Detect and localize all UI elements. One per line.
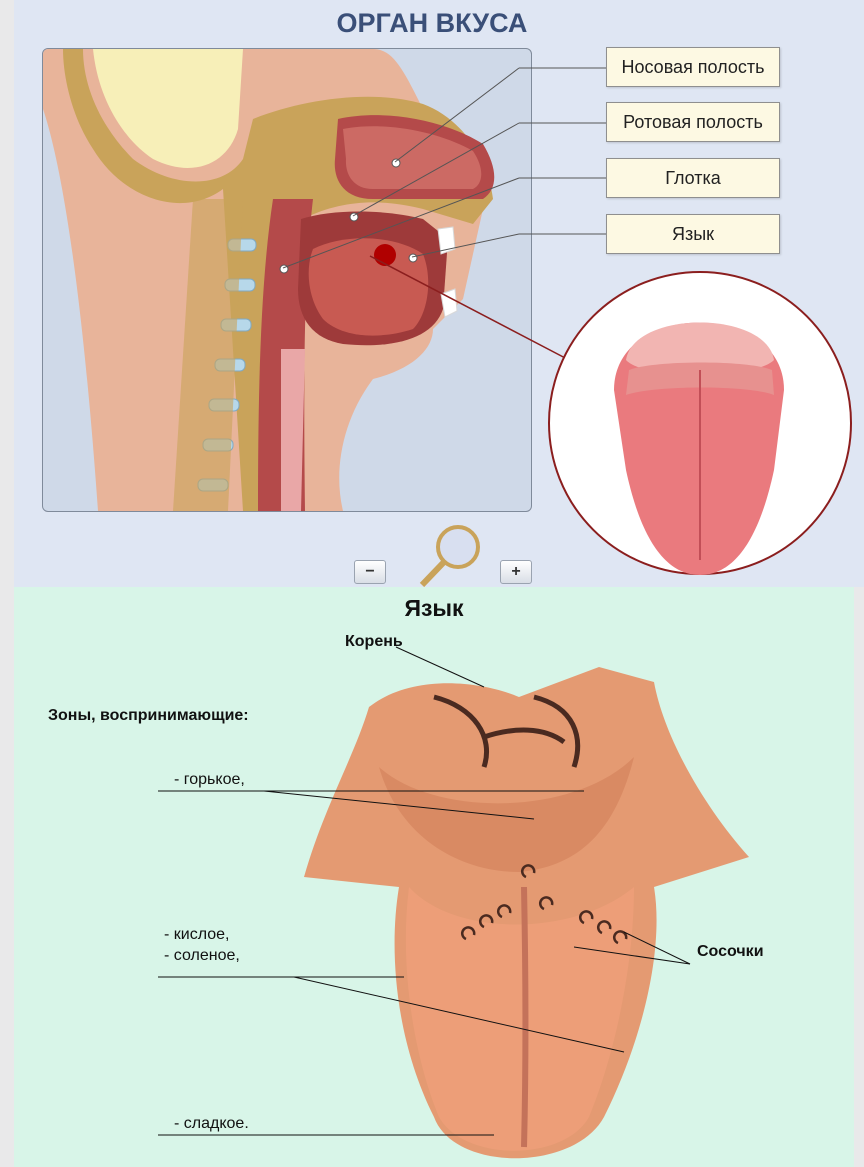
label-nasal-cavity[interactable]: Носовая полость [606, 47, 780, 87]
taste-organ-panel: ОРГАН ВКУСА [14, 0, 864, 587]
zones-heading: Зоны, воспринимающие: [48, 707, 249, 725]
label-tongue[interactable]: Язык [606, 214, 780, 254]
label-bitter: - горькое, [174, 771, 245, 789]
label-root: Корень [345, 633, 403, 651]
leader-lines [14, 0, 864, 587]
zoom-in-button[interactable]: + [500, 560, 532, 584]
label-oral-cavity[interactable]: Ротовая полость [606, 102, 780, 142]
tongue-zones-panel: Язык Корень Зоны, воспринимающие: - горь… [14, 587, 854, 1167]
label-salty: - соленое, [164, 947, 240, 965]
tongue-zones-illustration [14, 587, 854, 1167]
label-papillae: Сосочки [697, 943, 764, 961]
label-pharynx[interactable]: Глотка [606, 158, 780, 198]
tongue-title: Язык [14, 595, 854, 622]
zoom-out-button[interactable]: − [354, 560, 386, 584]
label-sweet: - сладкое. [174, 1115, 249, 1133]
label-sour: - кислое, [164, 926, 229, 944]
